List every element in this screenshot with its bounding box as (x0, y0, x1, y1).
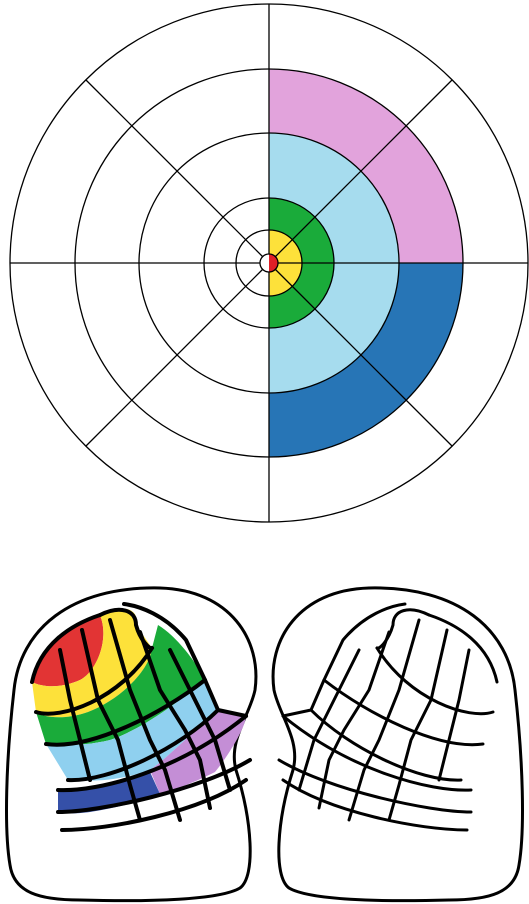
right-hemisphere-outline (273, 588, 522, 901)
